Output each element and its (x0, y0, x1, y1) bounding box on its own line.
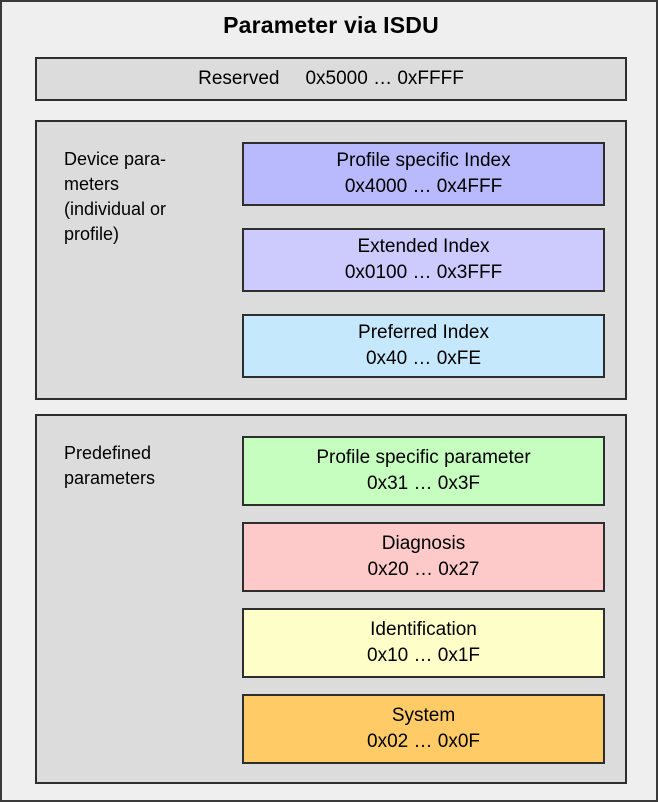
param-range: 0x0100 … 0x3FFF (344, 262, 503, 283)
param-range: 0x02 … 0x0F (367, 731, 480, 752)
param-box-preferred-index[interactable]: Preferred Index 0x40 … 0xFE (242, 314, 605, 378)
param-name: Profile specific parameter (316, 447, 531, 468)
param-box-system[interactable]: System 0x02 … 0x0F (242, 694, 605, 764)
param-name: System (391, 705, 456, 726)
param-name: Identification (370, 619, 477, 640)
param-name: Extended Index (357, 236, 490, 257)
reserved-label: Reserved (198, 68, 280, 89)
reserved-range: 0x5000 … 0xFFFF (305, 68, 464, 89)
reserved-range-bar: Reserved 0x5000 … 0xFFFF (35, 57, 627, 101)
param-box-extended-index[interactable]: Extended Index 0x0100 … 0x3FFF (242, 228, 605, 292)
param-box-diagnosis[interactable]: Diagnosis 0x20 … 0x27 (242, 522, 605, 592)
device-parameters-group: Device para- meters (individual or profi… (35, 120, 627, 400)
param-box-identification[interactable]: Identification 0x10 … 0x1F (242, 608, 605, 678)
param-range: 0x4000 … 0x4FFF (344, 176, 503, 197)
param-range: 0x10 … 0x1F (367, 645, 480, 666)
predefined-parameters-group: Predefined parameters Profile specific p… (35, 414, 627, 784)
param-range: 0x31 … 0x3F (367, 473, 480, 494)
diagram-title: Parameter via ISDU (223, 12, 439, 38)
param-range: 0x20 … 0x27 (367, 559, 480, 580)
param-name: Diagnosis (381, 533, 466, 554)
predefined-parameters-box-list: Profile specific parameter 0x31 … 0x3F D… (242, 436, 605, 764)
param-name: Preferred Index (358, 322, 489, 343)
predefined-parameters-label: Predefined parameters (64, 443, 156, 488)
device-parameters-label: Device para- meters (individual or profi… (64, 149, 167, 244)
param-range: 0x40 … 0xFE (365, 348, 482, 369)
param-box-profile-specific-parameter[interactable]: Profile specific parameter 0x31 … 0x3F (242, 436, 605, 506)
param-box-profile-specific-index[interactable]: Profile specific Index 0x4000 … 0x4FFF (242, 142, 605, 206)
param-name: Profile specific Index (336, 150, 511, 171)
device-parameters-box-list: Profile specific Index 0x4000 … 0x4FFF E… (242, 142, 605, 380)
